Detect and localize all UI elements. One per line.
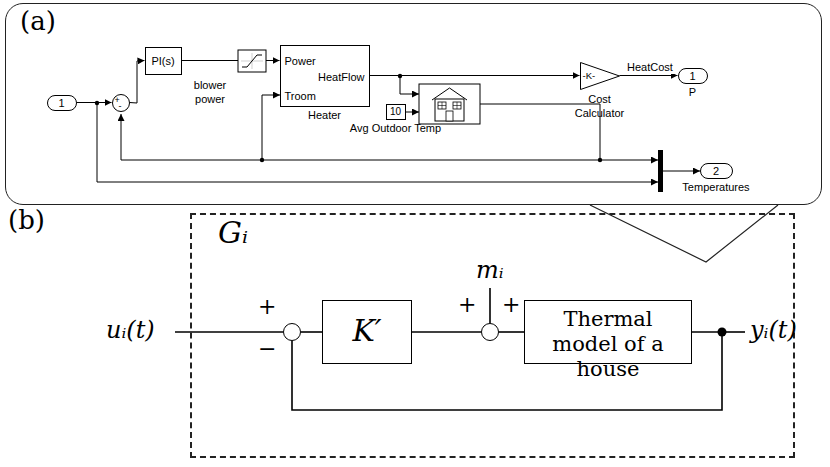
signal-line (620, 75, 678, 76)
signal-line (130, 61, 145, 104)
saturation-block (238, 50, 266, 72)
constant-value: 10 (387, 105, 405, 119)
gain-text: -K- (583, 70, 596, 82)
signal-name: HeatCost (623, 60, 677, 74)
sign: + (258, 294, 276, 320)
constant-block: 10Avg Outdoor Temp (386, 104, 406, 120)
block-text: PI(s) (146, 54, 181, 68)
gain-block: -K-Cost Calculator (580, 62, 620, 90)
sum-block: +- (112, 94, 130, 112)
signal-name: mᵢ (476, 256, 504, 285)
heater-block: PowerTroomHeatFlowHeater (280, 45, 370, 107)
summing-junction: +− (283, 323, 301, 341)
junction-dot (718, 328, 727, 337)
block-name: Avg Outdoor Temp (350, 121, 441, 135)
signal-name: yᵢ(t) (750, 316, 797, 345)
signal-line (499, 331, 524, 333)
sign: − (258, 336, 276, 362)
port-number: 1 (48, 96, 76, 110)
sign: - (119, 101, 122, 112)
signal-name: uᵢ(t) (106, 316, 155, 345)
panel-label: (b) (8, 205, 45, 236)
signal-line (301, 331, 322, 333)
port-name: Temperatures (682, 180, 749, 194)
block-name: Cost Calculator (568, 92, 632, 120)
system-name: Gᵢ (218, 215, 248, 251)
sign: + (458, 292, 476, 318)
diagram-panel: (a)1+-PI(s)PowerTroomHeatFlowHeater-K-Co… (5, 3, 822, 205)
outport-block: 2Temperatures (700, 163, 733, 179)
pi-controller-block: PI(s) (145, 47, 182, 75)
signal-name: blower power (187, 78, 233, 106)
port-name: HeatFlow (318, 70, 364, 84)
block-text: K′ (323, 313, 411, 349)
block-text: Thermal model of a house (529, 307, 687, 383)
signal-line (412, 331, 481, 333)
sign: + (502, 292, 520, 318)
signal-wires (97, 76, 700, 182)
port-name: Power (285, 54, 316, 68)
system-boundary: Gᵢ+−K′++Thermal model of a house (190, 213, 795, 458)
block-name: Heater (308, 108, 341, 122)
port-name: Troom (285, 89, 316, 103)
signal-line (77, 102, 112, 103)
outport-block: 1P (678, 68, 708, 84)
port-number: 2 (701, 164, 732, 178)
summing-junction: ++ (481, 323, 499, 341)
port-number: 1 (679, 69, 707, 83)
inport-block: 1 (47, 95, 77, 111)
panel-label: (a) (20, 6, 56, 37)
controller-block: K′ (322, 300, 412, 364)
house-block (419, 84, 480, 124)
port-name: P (689, 85, 696, 99)
mux-bar (658, 150, 663, 192)
plant-block: Thermal model of a house (524, 300, 692, 364)
